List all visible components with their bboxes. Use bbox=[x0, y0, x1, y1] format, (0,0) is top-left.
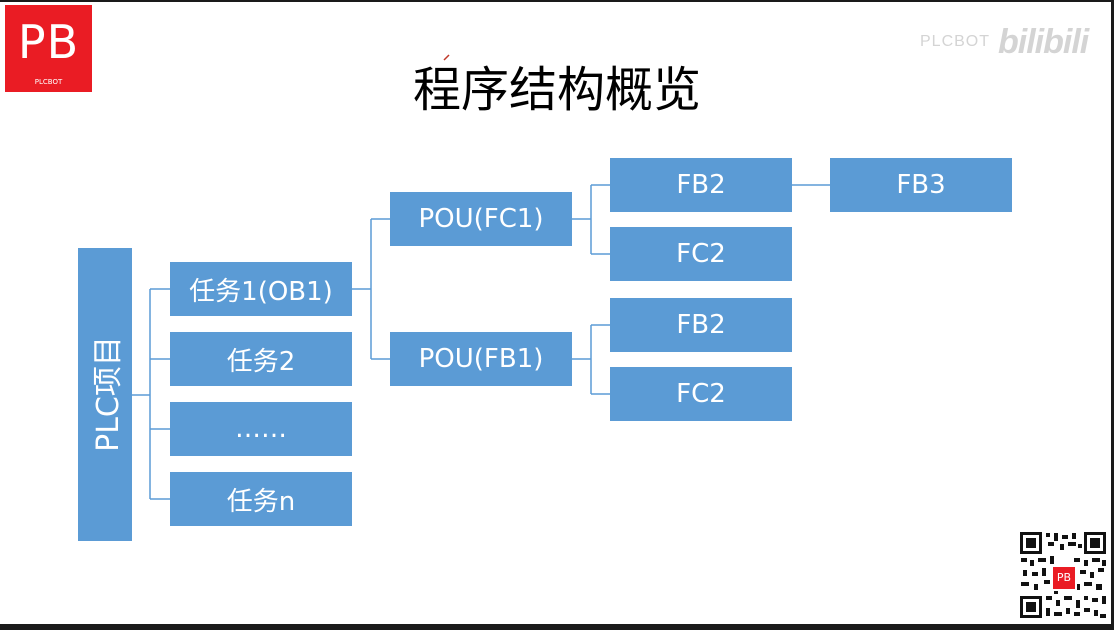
watermark-small-text: PLCBOT bbox=[920, 33, 991, 50]
node-fc1-fc2: FC2 bbox=[610, 227, 792, 281]
cursor-mark-icon bbox=[443, 54, 450, 61]
node-fb3: FB3 bbox=[830, 158, 1012, 212]
node-task-ellipsis: …… bbox=[170, 402, 352, 456]
node-task1-ob1: 任务1(OB1) bbox=[170, 262, 352, 316]
bilibili-watermark: PLCBOT bilibili bbox=[920, 22, 1089, 62]
frame-right-border bbox=[1111, 0, 1114, 630]
logo-subtext: PLCBOT bbox=[34, 78, 63, 86]
node-fc1-fb2: FB2 bbox=[610, 158, 792, 212]
node-pou-fb1: POU(FB1) bbox=[390, 332, 572, 386]
watermark-brand-text: bilibili bbox=[998, 22, 1089, 61]
frame-bottom-border bbox=[0, 624, 1114, 630]
node-plc-project-label: PLC项目 bbox=[91, 336, 126, 452]
node-taskn: 任务n bbox=[170, 472, 352, 526]
node-plc-project: PLC项目 bbox=[78, 248, 132, 541]
node-pou-fc1: POU(FC1) bbox=[390, 192, 572, 246]
node-task2: 任务2 bbox=[170, 332, 352, 386]
node-fb1-fb2: FB2 bbox=[610, 298, 792, 352]
logo-text: PB bbox=[17, 15, 80, 69]
node-fb1-fc2: FC2 bbox=[610, 367, 792, 421]
frame-top-border bbox=[0, 0, 1114, 2]
page-title: 程序结构概览 bbox=[412, 62, 701, 118]
pb-logo: PB PLCBOT bbox=[5, 5, 92, 92]
qr-badge-logo: PB bbox=[1051, 565, 1077, 591]
